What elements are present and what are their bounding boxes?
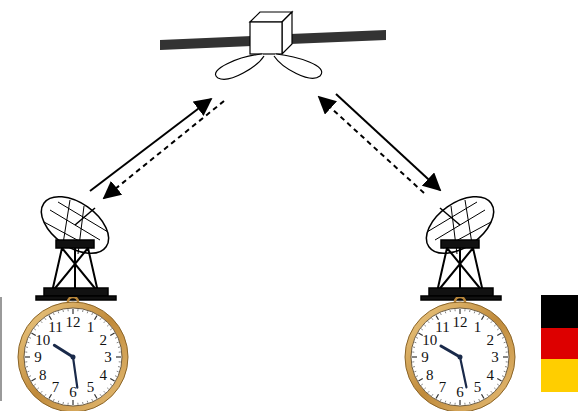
- clock-numeral: 10: [35, 332, 50, 347]
- clock-numeral: 11: [435, 319, 449, 334]
- satellite: [160, 12, 386, 79]
- clock-numeral: 6: [456, 385, 464, 400]
- clock-numeral: 1: [474, 319, 482, 334]
- clock-numeral: 6: [69, 385, 77, 400]
- clock-numeral: 5: [474, 380, 482, 395]
- dish-antenna: [31, 185, 118, 300]
- clock-numeral: 9: [421, 350, 429, 365]
- clock-numeral: 8: [426, 367, 434, 382]
- clock-numeral: 8: [39, 367, 47, 382]
- clock-numeral: 2: [487, 332, 495, 347]
- clock-numeral: 4: [487, 367, 495, 382]
- clock-numeral: 12: [453, 315, 468, 330]
- edge-bar: [0, 297, 2, 401]
- clock-numeral: 11: [48, 319, 62, 334]
- clock-numeral: 10: [422, 332, 437, 347]
- clock-numeral: 9: [34, 350, 42, 365]
- german-flag: [541, 295, 578, 392]
- clock-numeral: 3: [104, 350, 112, 365]
- clock-numeral: 5: [87, 380, 95, 395]
- clock-numeral: 12: [66, 315, 81, 330]
- clock-numeral: 2: [100, 332, 108, 347]
- clock-face: 12 12 3 45678 9 1011: [15, 297, 131, 411]
- clock-numeral: 1: [87, 319, 95, 334]
- clock-numeral: 7: [439, 380, 447, 395]
- clock-face: 12 12 3 45678 9 1011: [402, 297, 518, 411]
- clock-numeral: 7: [52, 380, 60, 395]
- clock-numeral: 3: [491, 350, 499, 365]
- signal-arrows: [90, 94, 440, 198]
- dish-antenna: [416, 185, 503, 300]
- clock-numeral: 4: [100, 367, 108, 382]
